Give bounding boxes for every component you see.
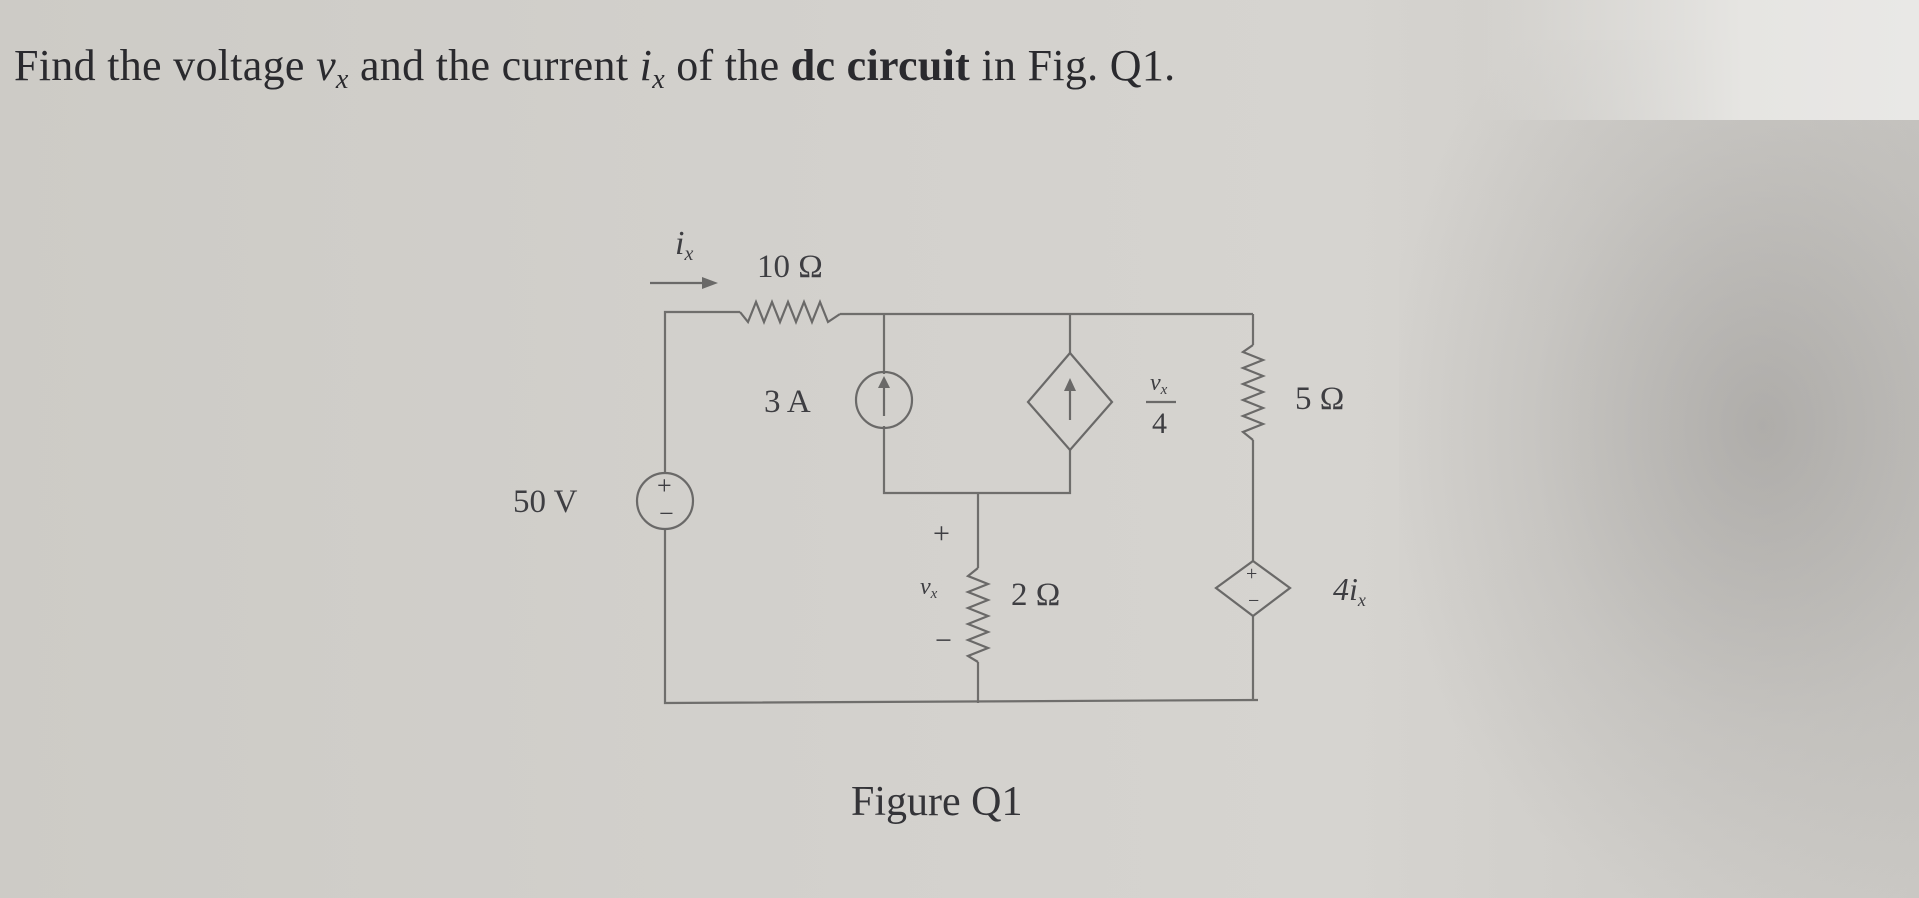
ix-symbol: ix (639, 41, 665, 95)
dep-voltage-plus: + (1246, 563, 1257, 585)
vx-label: vx (920, 574, 938, 602)
problem-part3: of the (676, 41, 780, 90)
problem-part4: in Fig. Q1. (981, 41, 1176, 90)
resistor-5-ohm (1240, 344, 1266, 441)
problem-part2: and the current (359, 41, 629, 90)
vx-plus: + (933, 517, 950, 550)
r3-label: 5 Ω (1295, 381, 1344, 417)
left-wire-bottom (663, 529, 1259, 705)
r2-label: 2 Ω (1011, 577, 1060, 613)
problem-statement: Find the voltage vx and the current ix o… (14, 40, 1175, 96)
voltage-source-50v (635, 471, 695, 531)
resistor-2-ohm (965, 567, 991, 663)
r1-label: 10 Ω (757, 249, 823, 285)
vx-minus: − (935, 624, 952, 657)
dep-voltage-label: 4ix (1333, 571, 1366, 610)
dependent-current-source (1026, 351, 1114, 452)
problem-bold: dc circuit (790, 41, 971, 90)
resistor-10-ohm (739, 299, 841, 325)
vx-symbol: vx (316, 41, 349, 95)
current-source-arrow-head (878, 376, 890, 388)
dep-current-den: 4 (1152, 407, 1167, 440)
ix-arrow-head (702, 277, 718, 289)
current-source-label: 3 A (764, 384, 811, 420)
figure-caption: Figure Q1 (851, 779, 1023, 825)
source-50v-label: 50 V (513, 484, 578, 520)
current-source-3a (854, 370, 914, 430)
dep-voltage-minus: − (1248, 590, 1259, 612)
shadow-overlay (1399, 40, 1919, 898)
light-band (1480, 0, 1919, 120)
dependent-voltage-source (1214, 559, 1292, 618)
dependent-current-arrow-head (1064, 378, 1076, 391)
source-minus: − (659, 499, 674, 528)
ix-label: ix (675, 225, 693, 265)
inner-left-wire-low (882, 426, 1072, 495)
problem-part1: Find the voltage (14, 41, 305, 90)
left-wire-top (663, 310, 740, 473)
dep-current-num: vx (1150, 370, 1168, 398)
source-plus: + (657, 471, 672, 500)
